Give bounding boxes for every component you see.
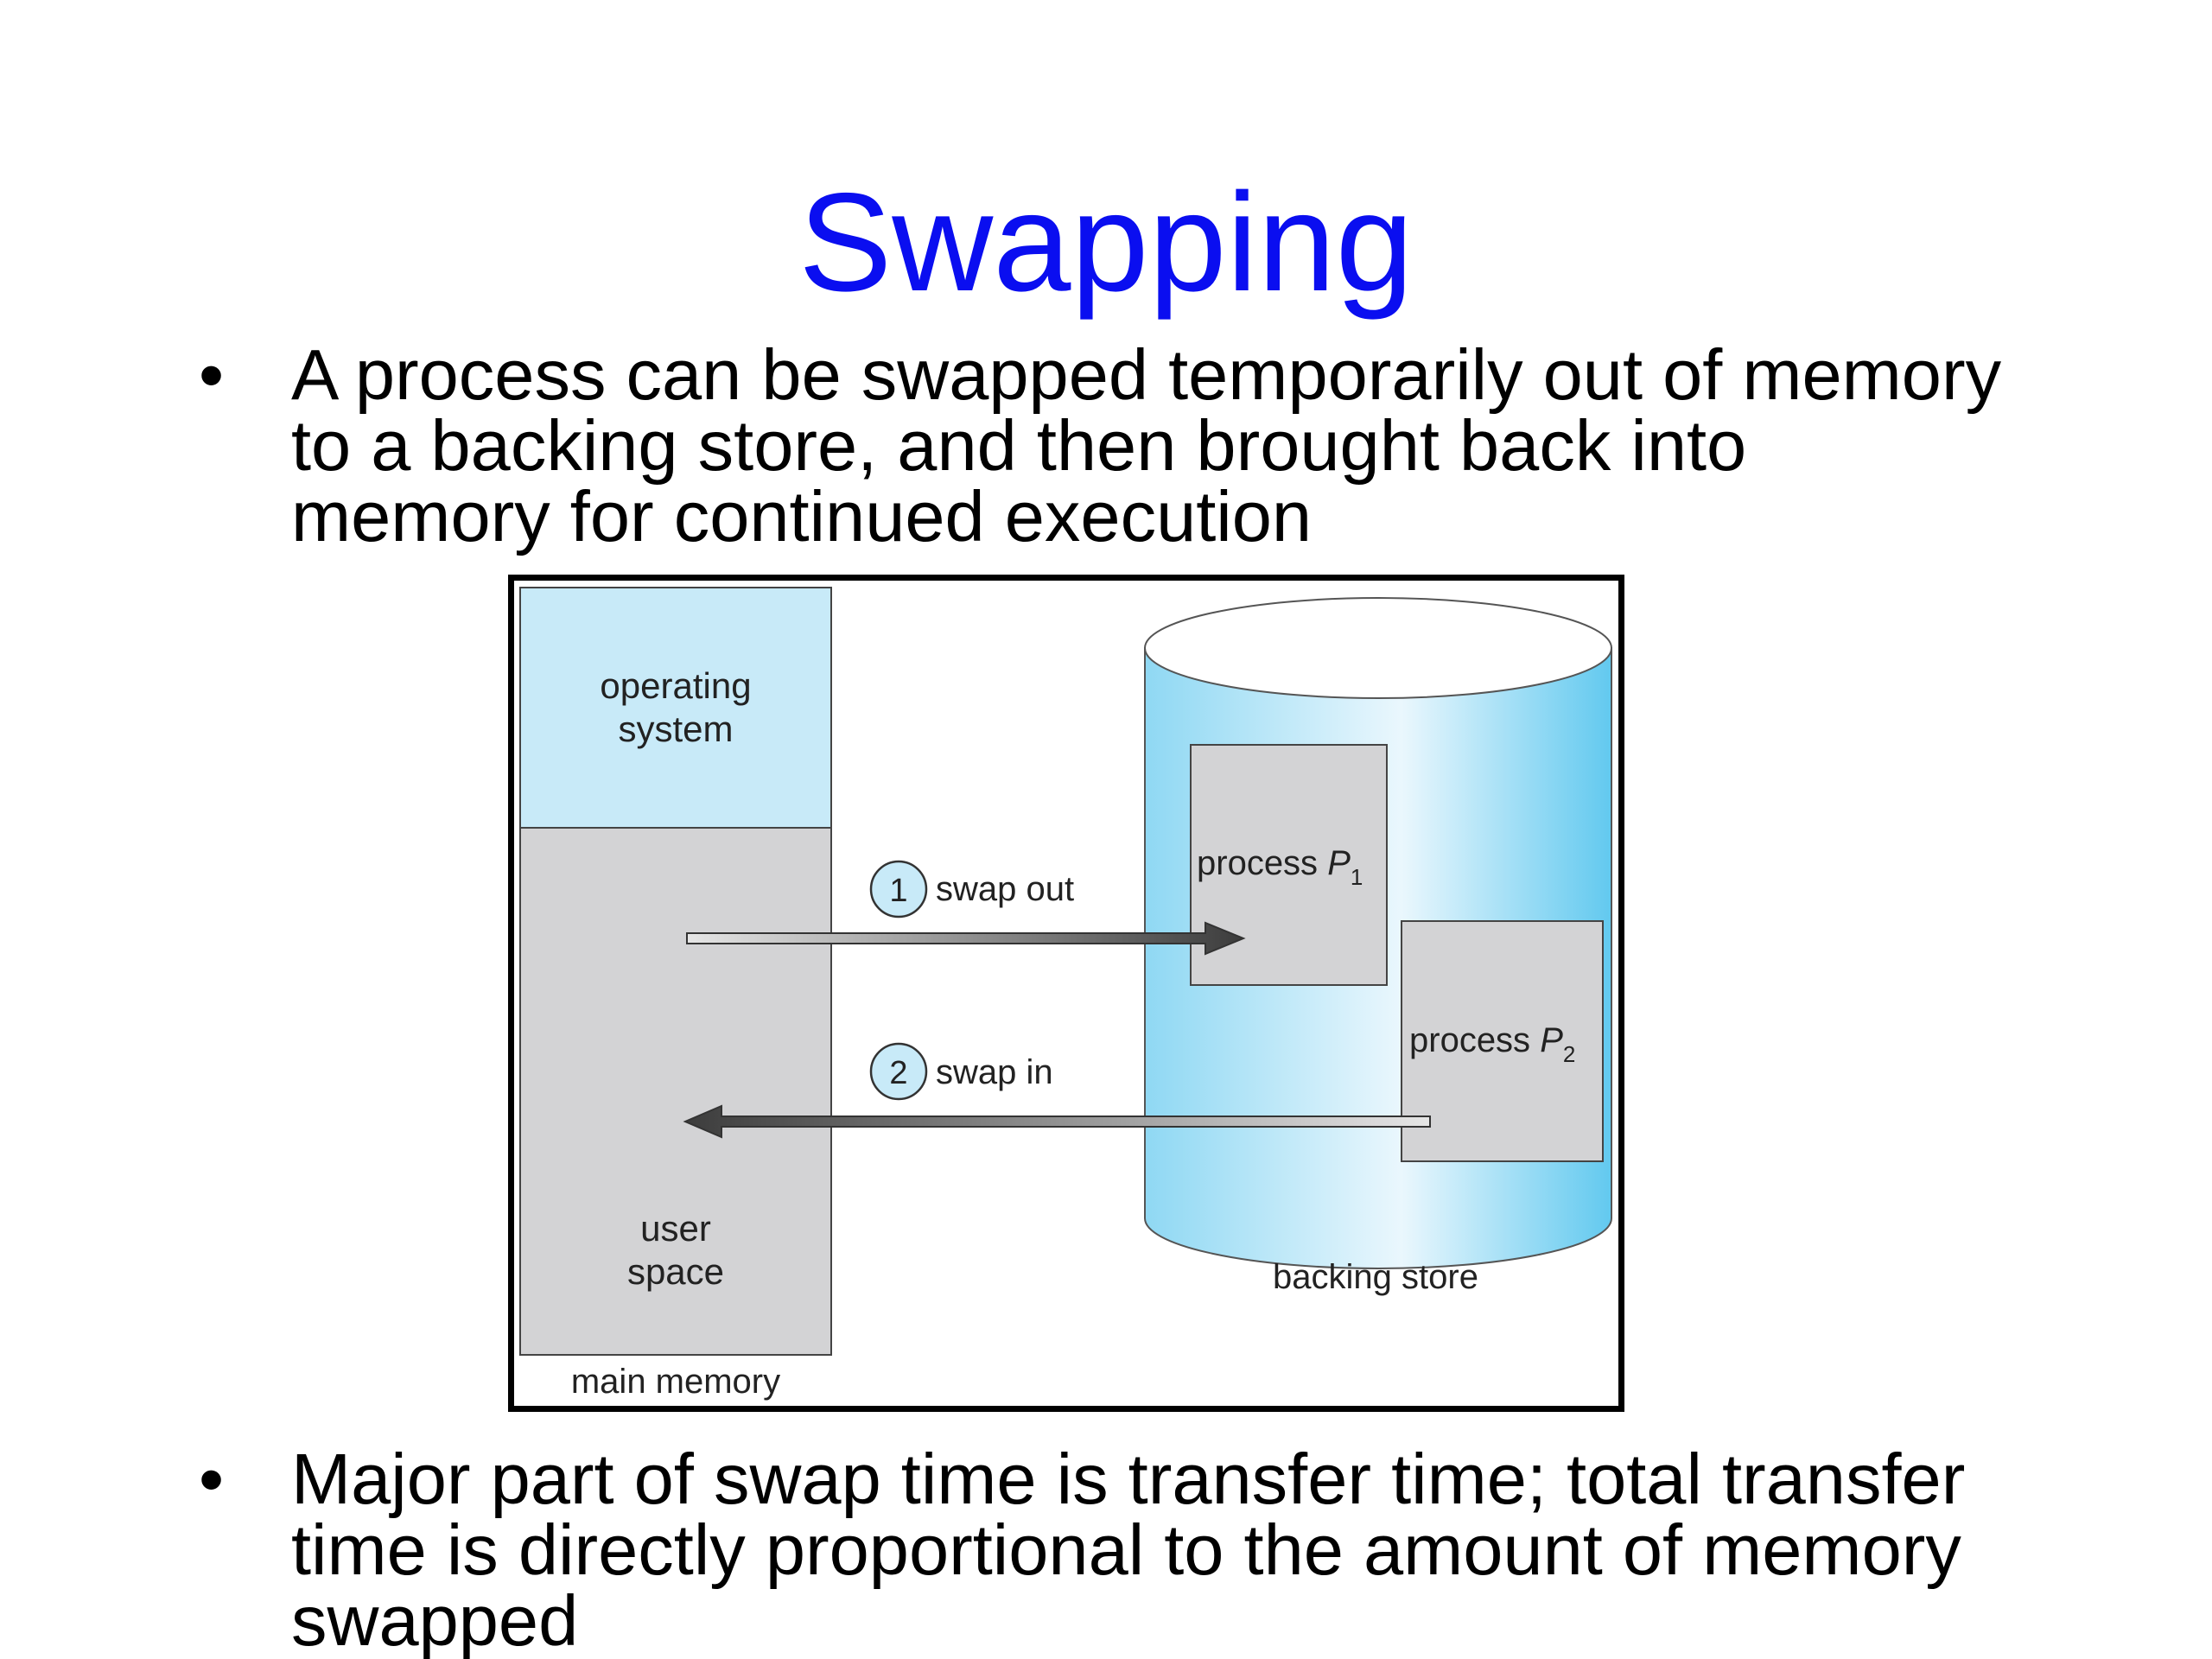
user-space-label-line2: space: [627, 1251, 724, 1292]
bullet-symbol: •: [199, 334, 225, 415]
step-2-circle: [869, 1042, 928, 1101]
swap-out-step: 1 swap out: [869, 860, 1074, 918]
process-p2-label: process P2: [1409, 1021, 1575, 1067]
step-2-number: 2: [889, 1055, 907, 1091]
swapping-diagram: operating system user space main memory …: [508, 575, 1624, 1412]
step-1-number: 1: [889, 873, 907, 909]
step-1-circle: [869, 860, 928, 918]
main-memory-label: main memory: [571, 1363, 780, 1401]
bullet-symbol: •: [199, 1439, 225, 1519]
os-label-line1: operating: [600, 665, 751, 706]
process-p2-box: process P2: [1401, 920, 1604, 1162]
backing-store-label: backing store: [1273, 1258, 1478, 1296]
main-memory: operating system user space main memory: [519, 587, 832, 1401]
swap-in-label: swap in: [936, 1053, 1053, 1091]
process-p1-box: process P1: [1190, 744, 1388, 986]
operating-system-region: [519, 587, 832, 829]
cylinder-top: [1144, 597, 1612, 699]
process-p1-label: process P1: [1197, 844, 1363, 890]
swap-in-step: 2 swap in: [869, 1042, 1053, 1101]
swap-in-arrow: [683, 1104, 1431, 1139]
swap-out-arrow: [686, 921, 1246, 956]
user-space-region: [519, 827, 832, 1356]
swap-out-label: swap out: [936, 870, 1074, 908]
diagram-canvas: operating system user space main memory …: [519, 587, 1612, 1401]
slide-title: Swapping: [798, 164, 1414, 321]
os-label-line2: system: [618, 709, 733, 749]
bullet-text: A process can be swapped temporarily out…: [291, 334, 2002, 556]
user-space-label-line1: user: [640, 1208, 711, 1249]
bullet-text: Major part of swap time is transfer time…: [291, 1439, 1966, 1659]
